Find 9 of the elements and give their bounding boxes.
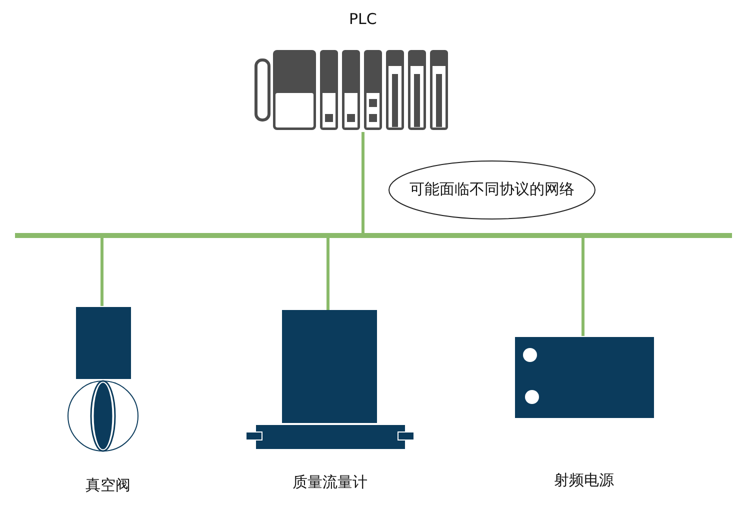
- network-note: 可能面临不同协议的网络: [410, 180, 574, 199]
- device-label: 真空阀: [86, 476, 130, 495]
- connector-line: [362, 132, 364, 233]
- connector-line: [100, 238, 104, 306]
- device-label: 射频电源: [554, 471, 614, 490]
- connector-line: [582, 238, 584, 336]
- plc-label: PLC: [349, 10, 377, 28]
- device-label: 质量流量计: [292, 473, 368, 492]
- connector-line: [326, 238, 330, 310]
